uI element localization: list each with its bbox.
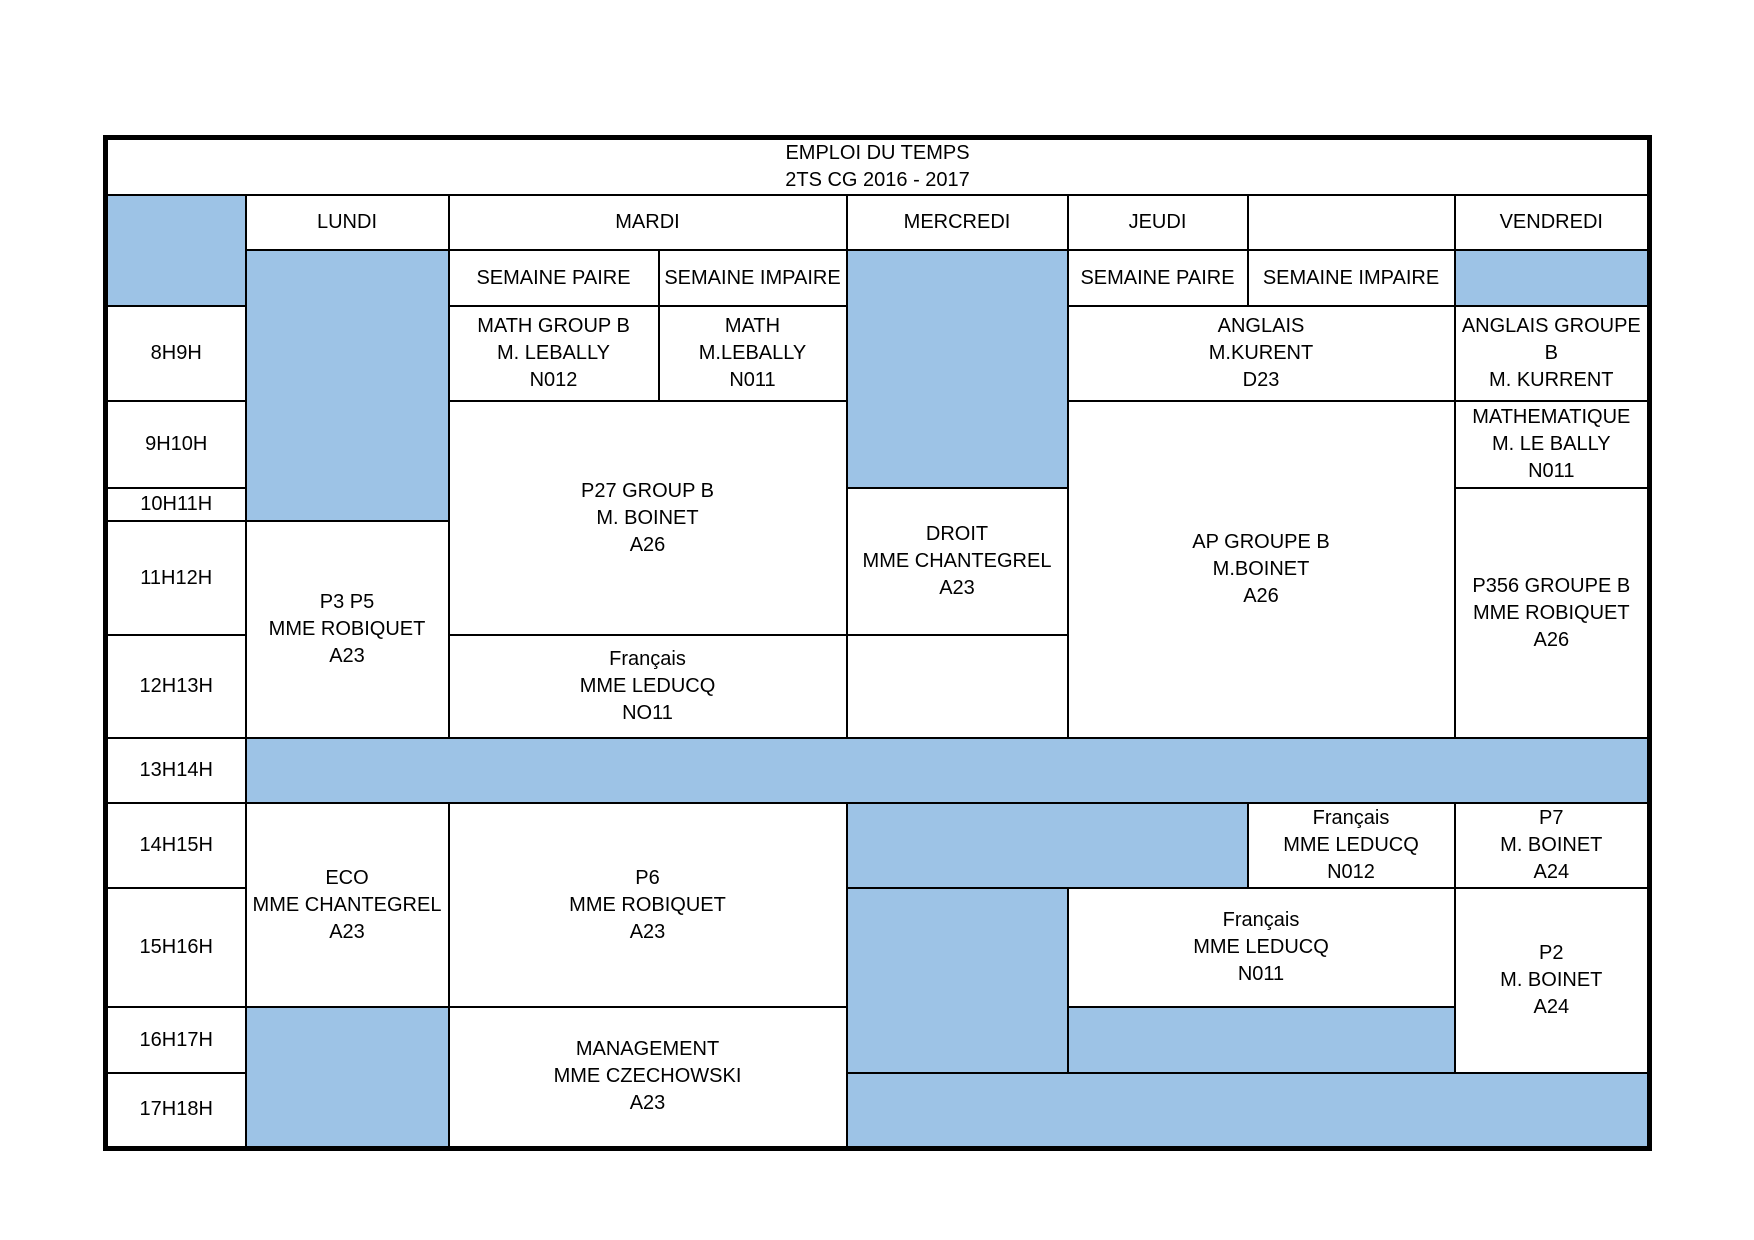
lundi-morning-blue-cell bbox=[244, 249, 450, 522]
mercredi-jeudi-blue-cell bbox=[845, 802, 1249, 889]
corner-cell bbox=[104, 194, 247, 307]
timetable: EMPLOI DU TEMPS 2TS CG 2016 - 2017 LUNDI… bbox=[103, 135, 1653, 1151]
time-slot-10h11h: 10H11H bbox=[104, 487, 247, 522]
evening-blue-band bbox=[845, 1072, 1651, 1149]
day-header-lundi: LUNDI bbox=[244, 194, 450, 251]
time-slot-17h18h: 17H18H bbox=[104, 1072, 247, 1149]
time-slot-14h15h: 14H15H bbox=[104, 802, 247, 889]
time-slot-15h16h: 15H16H bbox=[104, 887, 247, 1008]
mardi-semaine-paire-label: SEMAINE PAIRE bbox=[447, 249, 660, 307]
time-slot-9h10h: 9H10H bbox=[104, 400, 247, 489]
title-line-1: EMPLOI DU TEMPS bbox=[785, 142, 970, 164]
day-header-empty bbox=[1246, 194, 1456, 251]
vendredi-semaine-blue-cell bbox=[1453, 249, 1651, 307]
title-line-2: 2TS CG 2016 - 2017 bbox=[785, 169, 970, 191]
time-slot-11h12h: 11H12H bbox=[104, 520, 247, 636]
lundi-evening-blue-cell bbox=[244, 1006, 450, 1149]
mardi-semaine-impaire-label: SEMAINE IMPAIRE bbox=[657, 249, 848, 307]
time-slot-8h9h: 8H9H bbox=[104, 305, 247, 402]
day-header-jeudi: JEUDI bbox=[1066, 194, 1249, 251]
day-header-mercredi: MERCREDI bbox=[845, 194, 1069, 251]
day-header-vendredi: VENDREDI bbox=[1453, 194, 1651, 251]
time-slot-16h17h: 16H17H bbox=[104, 1006, 247, 1074]
timetable-title: EMPLOI DU TEMPS 2TS CG 2016 - 2017 bbox=[104, 136, 1651, 196]
lunch-break-blue-band bbox=[244, 737, 1651, 804]
jeudi-semaine-paire-label: SEMAINE PAIRE bbox=[1066, 249, 1249, 307]
day-header-mardi: MARDI bbox=[447, 194, 848, 251]
mercredi-morning-blue-cell bbox=[845, 249, 1069, 489]
mercredi-afternoon-blue-cell bbox=[845, 887, 1069, 1074]
time-slot-13h14h: 13H14H bbox=[104, 737, 247, 804]
jeudi-semaine-impaire-label: SEMAINE IMPAIRE bbox=[1246, 249, 1456, 307]
jeudi-evening-blue-cell bbox=[1066, 1006, 1456, 1074]
mercredi-empty-cell bbox=[845, 634, 1069, 739]
time-slot-12h13h: 12H13H bbox=[104, 634, 247, 739]
